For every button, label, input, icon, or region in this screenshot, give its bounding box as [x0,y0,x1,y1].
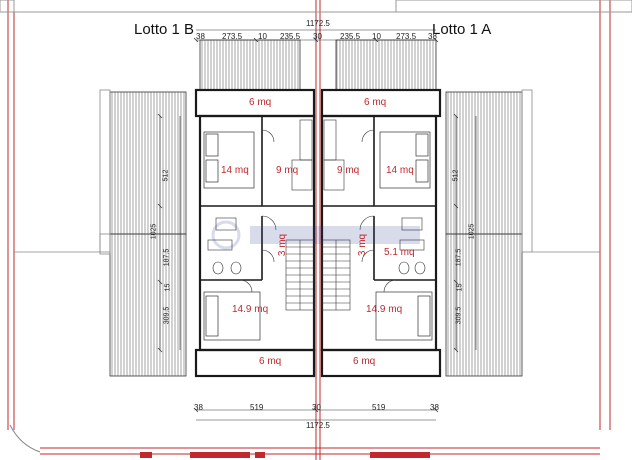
lotto-1b-label: Lotto 1 B [134,21,195,38]
dim-side-15-right: 15 [456,283,464,292]
dim-side-512-left: 512 [162,169,170,182]
dim-side-1025-left: 1025 [150,223,158,240]
dim-top-mid-30: 30 [313,32,322,41]
dim-side-187-right: 187.5 [455,248,463,267]
dim-top-right-10: 10 [372,32,381,41]
beds [203,131,433,341]
building-walls [194,88,442,378]
area-right-balcony-bottom: 6 mq [353,356,376,367]
area-right-bed-small: 9 mq [337,165,360,176]
dim-top-right-235: 235.5 [340,32,361,41]
area-right-master: 14.9 mq [366,304,403,315]
area-right-bath: 5.1 mq [384,247,415,258]
dim-top-left-235: 235.5 [280,32,301,41]
dim-side-15-left: 15 [164,283,172,292]
dim-top-left-10: 10 [258,32,267,41]
dim-top-total: 1172.5 [306,19,330,28]
dim-side-1025-right: 1025 [468,223,476,240]
area-left-master: 14.9 mq [232,304,269,315]
area-right-balcony-top: 6 mq [364,97,387,108]
dim-bottom-left-38: 38 [194,403,203,412]
area-left-bed-large: 14 mq [221,165,249,176]
area-left-balcony-bottom: 6 mq [259,356,282,367]
dim-top-left-273: 273.5 [222,32,243,41]
area-left-bed-small: 9 mq [276,165,299,176]
dim-bottom-left-519: 519 [250,403,264,412]
area-right-bath-stair: 3 mq [357,233,369,257]
dim-top-right-273: 273.5 [396,32,417,41]
door-swings [239,129,397,293]
bottom-markers [140,452,430,458]
bath-fixtures [207,217,426,275]
side-strips [14,89,600,255]
dim-side-187-left: 187.5 [163,248,171,267]
dim-side-512-right: 512 [452,169,460,182]
dimension-ticks [157,37,459,413]
interior-walls [200,116,436,281]
lotto-1a-label: Lotto 1 A [432,21,492,38]
dim-top-right-38: 38 [428,32,437,41]
dim-side-309-right: 309.5 [455,306,463,325]
wardrobes [291,119,345,191]
watermark-logo [211,220,420,250]
area-right-bed-large: 14 mq [386,165,414,176]
dim-bottom-mid-30: 30 [312,403,321,412]
dim-bottom-total: 1172.5 [306,421,330,430]
dim-bottom-right-519: 519 [372,403,386,412]
dim-bottom-right-38: 38 [430,403,439,412]
stairs [285,239,351,311]
area-left-balcony-top: 6 mq [249,97,272,108]
dim-side-309-left: 309.5 [163,306,171,325]
dim-top-left-38: 38 [196,32,205,41]
area-left-bath: 3 mq [277,233,289,257]
terraces [109,39,523,377]
